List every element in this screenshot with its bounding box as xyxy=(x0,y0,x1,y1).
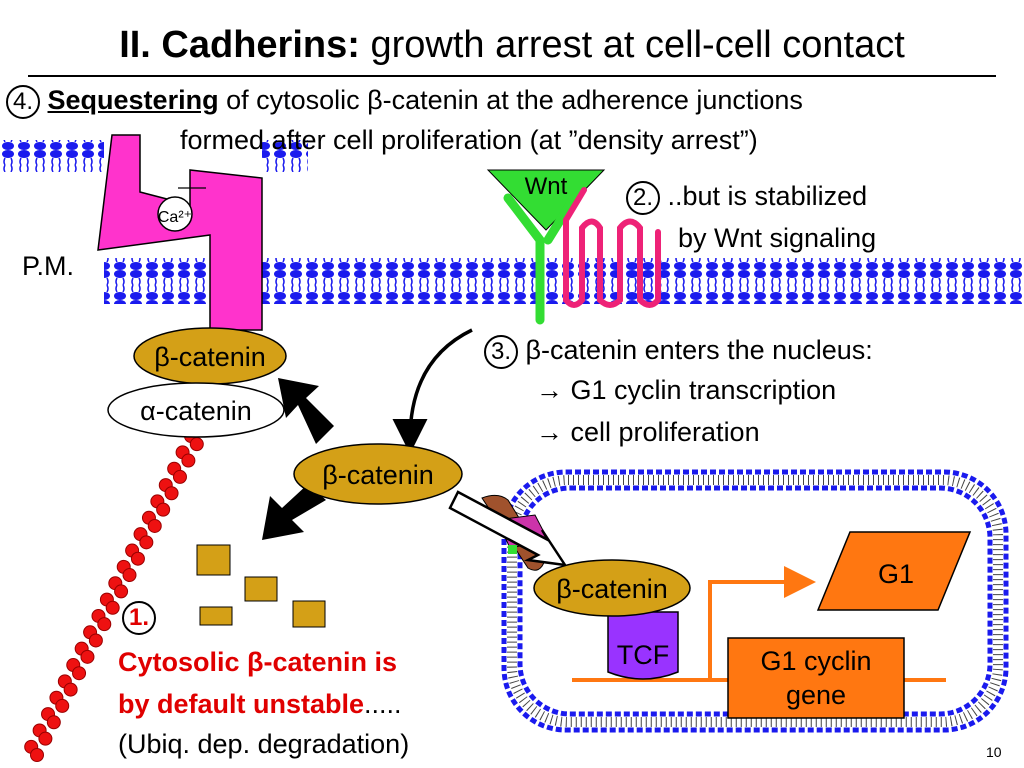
actin-bead xyxy=(130,551,145,566)
title-underline xyxy=(28,75,996,77)
actin-bead xyxy=(97,617,112,632)
degraded-fragment xyxy=(199,606,233,626)
arrow-to-degradation xyxy=(262,484,326,540)
wnt-co-receptor xyxy=(503,193,579,325)
actin-bead xyxy=(139,535,154,550)
step-1-number: 1. xyxy=(122,601,156,635)
actin-filament xyxy=(24,429,204,762)
actin-bead xyxy=(80,649,95,664)
step-3-line-1: 3. β-catenin enters the nucleus: xyxy=(484,334,873,369)
nuclear-envelope-outer xyxy=(501,469,1009,733)
tcf-label: TCF xyxy=(617,640,669,670)
degraded-fragment xyxy=(244,576,278,602)
wnt-label: Wnt xyxy=(525,173,568,200)
degraded-fragment xyxy=(196,544,231,576)
actin-bead xyxy=(55,698,70,713)
step-3-number: 3. xyxy=(484,335,518,369)
frizzled-receptor xyxy=(563,187,661,308)
step-1-number-wrap: 1. xyxy=(122,600,156,635)
g1-cyclin-protein xyxy=(816,531,972,611)
page-number: 10 xyxy=(986,744,1002,760)
step-4-number: 4. xyxy=(6,85,40,119)
membrane-top-right xyxy=(262,140,308,172)
calcium-ion xyxy=(157,196,193,232)
tcf-factor xyxy=(607,611,679,680)
actin-bead xyxy=(46,715,61,730)
arrow-to-membrane xyxy=(278,378,334,444)
actin-bead xyxy=(105,600,120,615)
slide-title: II. Cadherins: growth arrest at cell-cel… xyxy=(119,24,905,66)
actin-bead xyxy=(88,633,103,648)
beta-catenin-membrane-label: β-catenin xyxy=(154,342,266,372)
beta-catenin-cytosolic-label: β-catenin xyxy=(322,460,434,490)
step-1-line-1: Cytosolic β-catenin is xyxy=(118,647,398,677)
transcription-arrow xyxy=(708,566,816,680)
step-4-line-2: formed after cell proliferation (at ”den… xyxy=(180,125,758,155)
step-4-line-1: 4. Sequestering of cytosolic β-catenin a… xyxy=(6,84,803,119)
step-3-line-2: → G1 cyclin transcription xyxy=(536,375,837,405)
cadherin-protein xyxy=(97,134,263,331)
step-1-line-2: by default unstable..... xyxy=(118,689,402,719)
actin-bead xyxy=(147,518,162,533)
step-1-line-3: (Ubiq. dep. degradation) xyxy=(118,729,410,759)
beta-catenin-nuclear-label: β-catenin xyxy=(556,574,668,604)
beta-catenin-nuclear xyxy=(533,559,691,617)
arrow-wnt-to-beta-catenin xyxy=(392,328,473,454)
step-2-line-1: 2. ..but is stabilized xyxy=(626,180,867,215)
g1-gene-label-1: G1 cyclin xyxy=(760,646,871,676)
beta-catenin-cytosolic xyxy=(293,443,463,505)
g1-gene-label-2: gene xyxy=(786,680,846,710)
step-2-line-2: by Wnt signaling xyxy=(678,223,877,253)
actin-bead xyxy=(172,469,187,484)
actin-bead xyxy=(63,682,78,697)
actin-bead xyxy=(30,748,44,762)
alpha-catenin-label: α-catenin xyxy=(140,396,252,426)
ca-label: Ca²⁺ xyxy=(158,209,192,226)
g1-cyclin-gene xyxy=(727,637,905,719)
arrow-into-nucleus xyxy=(448,490,568,567)
step-2-number: 2. xyxy=(626,181,660,215)
actin-bead xyxy=(164,486,179,501)
alpha-catenin xyxy=(107,382,285,438)
sequestering-keyword: Sequestering xyxy=(47,85,219,115)
actin-bead xyxy=(189,437,204,452)
actin-bead xyxy=(122,568,137,583)
actin-bead xyxy=(156,502,171,517)
actin-bead xyxy=(181,453,196,468)
g1-label: G1 xyxy=(878,559,914,589)
degraded-fragment xyxy=(292,600,326,628)
membrane-top-left xyxy=(0,140,104,172)
actin-bead xyxy=(72,666,87,681)
actin-bead xyxy=(38,731,53,746)
step-3-line-3: → cell proliferation xyxy=(536,417,760,447)
actin-bead xyxy=(114,584,129,599)
pm-label: P.M. xyxy=(22,251,75,281)
